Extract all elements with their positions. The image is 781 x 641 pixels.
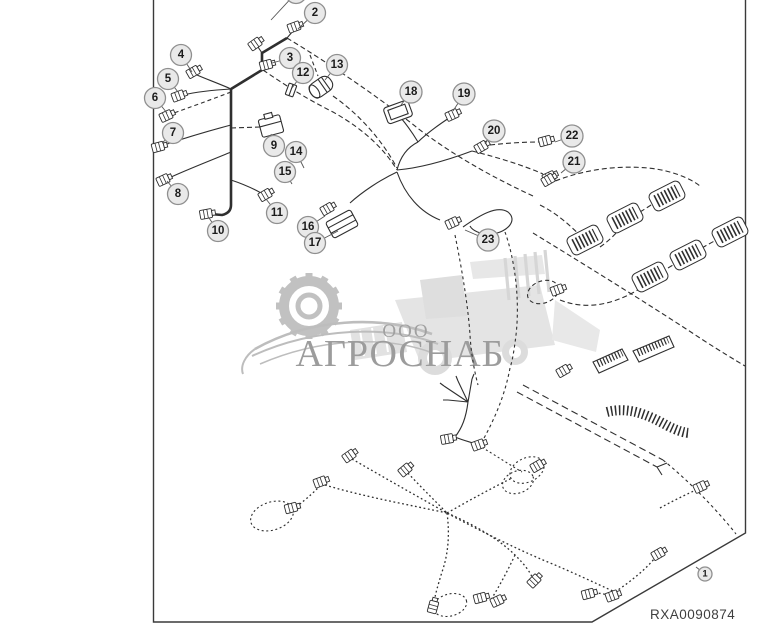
harness-artwork [150, 19, 750, 618]
gear-watermark-icon [276, 273, 342, 339]
svg-text:14: 14 [290, 146, 303, 158]
callout-22[interactable]: 22 [554, 124, 584, 148]
diagram-border [152, 0, 747, 623]
svg-text:12: 12 [297, 67, 310, 79]
svg-text:3: 3 [287, 52, 293, 64]
svg-text:18: 18 [405, 86, 418, 98]
watermark: ООО АГРОСНАБ [241, 249, 600, 375]
callout-14[interactable]: 14 [284, 140, 308, 169]
svg-text:8: 8 [175, 188, 182, 200]
svg-text:4: 4 [178, 49, 185, 61]
watermark-company-name: АГРОСНАБ [296, 333, 505, 375]
svg-text:6: 6 [152, 92, 158, 104]
svg-text:20: 20 [488, 125, 501, 137]
callout-4[interactable]: 4 [169, 43, 193, 73]
swoosh-watermark [241, 320, 439, 375]
callout-partial[interactable] [270, 0, 307, 21]
svg-text:10: 10 [212, 225, 225, 237]
callout-3[interactable]: 3 [271, 46, 302, 70]
callout-7[interactable]: 7 [161, 121, 185, 145]
svg-text:21: 21 [568, 156, 581, 168]
callout-13[interactable]: 13 [324, 53, 349, 81]
svg-text:2: 2 [312, 7, 318, 19]
callout-17[interactable]: 17 [303, 230, 339, 255]
callout-10[interactable]: 10 [206, 217, 230, 243]
callout-19[interactable]: 19 [452, 82, 476, 112]
callout-23[interactable]: 23 [464, 228, 500, 252]
callout-6[interactable]: 6 [143, 86, 168, 114]
svg-text:19: 19 [458, 88, 471, 100]
svg-text:15: 15 [279, 166, 292, 178]
callout-8[interactable]: 8 [166, 180, 190, 206]
svg-text:13: 13 [331, 59, 344, 71]
svg-text:22: 22 [566, 130, 579, 142]
svg-text:11: 11 [271, 207, 284, 219]
svg-text:9: 9 [271, 140, 277, 152]
callout-20[interactable]: 20 [482, 119, 506, 145]
callout-2[interactable]: 2 [297, 1, 327, 30]
svg-text:1: 1 [702, 569, 708, 580]
drawing-number: RXA0090874 [650, 607, 735, 622]
callout-18[interactable]: 18 [399, 80, 423, 106]
callout-15[interactable]: 15 [273, 160, 297, 185]
callout-1[interactable]: 1 [695, 566, 713, 582]
callout-5[interactable]: 5 [156, 67, 180, 93]
svg-text:23: 23 [482, 234, 495, 246]
callout-9[interactable]: 9 [262, 133, 286, 158]
svg-text:7: 7 [170, 127, 176, 139]
callout-11[interactable]: 11 [265, 198, 289, 225]
svg-text:5: 5 [165, 73, 172, 85]
svg-text:16: 16 [302, 221, 315, 233]
svg-text:17: 17 [309, 237, 322, 249]
callout-12[interactable]: 12 [291, 61, 315, 89]
callout-21[interactable]: 21 [560, 150, 586, 174]
watermark-org-type: ООО [382, 321, 429, 342]
